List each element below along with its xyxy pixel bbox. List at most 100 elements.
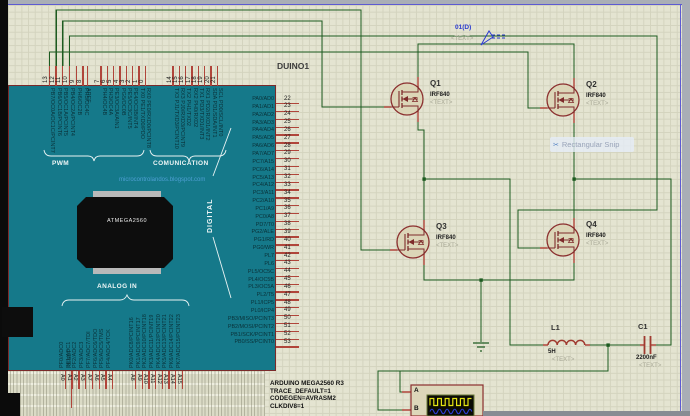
right-pin-stub[interactable] xyxy=(276,314,299,317)
aref-pin-stub[interactable] xyxy=(86,66,88,86)
right-pin-stub[interactable] xyxy=(276,307,299,309)
top-pin-stub[interactable] xyxy=(82,66,84,86)
right-pin-stub[interactable] xyxy=(276,205,299,207)
right-pin-stub[interactable] xyxy=(276,275,299,278)
right-pin-stub[interactable] xyxy=(276,142,299,144)
right-pin-stub[interactable] xyxy=(276,212,299,215)
q3-ref[interactable]: Q3 xyxy=(436,222,447,231)
top-pin-stub[interactable] xyxy=(68,66,71,86)
probe-label[interactable]: 01(D) xyxy=(455,24,472,31)
voltage-probe-icon[interactable] xyxy=(480,30,506,46)
transistor-q3[interactable] xyxy=(396,225,430,259)
component-pins[interactable] xyxy=(384,77,656,411)
right-pin-stub[interactable] xyxy=(276,267,299,270)
right-pin-stub[interactable] xyxy=(276,244,299,246)
top-pin-stub[interactable] xyxy=(55,66,57,86)
q1-ref[interactable]: Q1 xyxy=(430,79,441,88)
right-pin-stub[interactable] xyxy=(276,346,299,348)
top-pin-stub[interactable] xyxy=(144,66,147,86)
right-pin-stub[interactable] xyxy=(276,330,299,333)
right-pin-stub[interactable] xyxy=(276,338,299,340)
transistor-q4[interactable] xyxy=(546,223,580,257)
bottom-pin-stub[interactable] xyxy=(91,371,94,389)
bottom-pin-stub[interactable] xyxy=(135,371,137,389)
bottom-pin-stub[interactable] xyxy=(85,371,87,389)
bottom-pin-stub[interactable] xyxy=(141,371,144,389)
top-pin-stub[interactable] xyxy=(172,66,174,86)
top-pin-stub[interactable] xyxy=(191,66,193,86)
top-pin-stub[interactable] xyxy=(106,66,108,86)
inductor-l1[interactable] xyxy=(547,339,586,346)
right-pin-stub[interactable] xyxy=(276,252,299,254)
chip-group-pwm: PWM xyxy=(52,160,70,167)
right-pin-stub[interactable] xyxy=(276,197,299,199)
bottom-pin-stub[interactable] xyxy=(161,371,163,389)
right-pin-stub[interactable] xyxy=(276,322,299,325)
bottom-pin-stub[interactable] xyxy=(65,371,67,389)
bottom-pin-stub[interactable] xyxy=(154,371,157,389)
right-pin-stub[interactable] xyxy=(276,103,299,105)
q4-ref[interactable]: Q4 xyxy=(586,220,597,229)
right-pin-stub[interactable] xyxy=(276,299,299,301)
right-pin-stub[interactable] xyxy=(276,228,299,230)
l1-ref[interactable]: L1 xyxy=(551,323,560,332)
top-pin-stub[interactable] xyxy=(203,66,206,86)
right-pin-stub[interactable] xyxy=(276,110,299,113)
bottom-pin-stub[interactable] xyxy=(98,371,100,389)
top-pin-stub[interactable] xyxy=(197,66,199,86)
right-pin-number: 52 xyxy=(284,331,291,337)
bottom-pin-stub[interactable] xyxy=(148,371,150,389)
right-pin-stub[interactable] xyxy=(276,220,299,223)
top-pin-stub[interactable] xyxy=(100,66,102,86)
right-pin-stub[interactable] xyxy=(276,291,299,293)
right-pin-stub[interactable] xyxy=(276,150,299,152)
top-pin-stub[interactable] xyxy=(178,66,180,86)
top-pin-label: PH5/OC4C xyxy=(82,88,89,116)
right-pin-stub[interactable] xyxy=(276,181,299,183)
top-pin-stub[interactable] xyxy=(184,66,187,86)
bottom-pin-stub[interactable] xyxy=(105,371,107,389)
top-pin-number: 5 xyxy=(107,79,114,83)
top-pin-stub[interactable] xyxy=(75,66,77,86)
oscilloscope[interactable] xyxy=(410,384,484,416)
q2-ref[interactable]: Q2 xyxy=(586,80,597,89)
top-pin-stub[interactable] xyxy=(48,66,51,86)
right-pin-stub[interactable] xyxy=(276,165,299,168)
reset-pin-stub[interactable] xyxy=(70,371,72,408)
l1-value: 5H xyxy=(548,349,556,355)
right-pin-stub[interactable] xyxy=(276,173,299,176)
right-pin-stub[interactable] xyxy=(276,126,299,128)
bottom-pin-stub[interactable] xyxy=(71,371,74,389)
c1-ref[interactable]: C1 xyxy=(638,322,648,331)
top-pin-stub[interactable] xyxy=(112,66,115,86)
transistor-q2[interactable] xyxy=(546,83,580,117)
right-pin-label: PL4/OC5B xyxy=(248,276,274,283)
top-pin-stub[interactable] xyxy=(62,66,64,86)
top-pin-stub[interactable] xyxy=(138,66,140,86)
top-pin-stub[interactable] xyxy=(131,66,134,86)
wire-output-to-scope-b xyxy=(377,345,609,411)
top-pin-stub[interactable] xyxy=(216,66,219,86)
right-pin-stub[interactable] xyxy=(276,157,299,160)
bottom-pin-stub[interactable] xyxy=(168,371,170,389)
top-pin-stub[interactable] xyxy=(119,66,121,86)
right-pin-stub[interactable] xyxy=(276,118,299,121)
right-pin-stub[interactable] xyxy=(276,189,299,191)
bottom-pin-stub[interactable] xyxy=(181,371,183,389)
bottom-pin-stub[interactable] xyxy=(111,371,114,389)
right-pin-stub[interactable] xyxy=(276,236,299,238)
right-pin-stub[interactable] xyxy=(276,260,299,262)
wire-pin11-q1-gate xyxy=(62,20,390,108)
right-pin-stub[interactable] xyxy=(276,134,299,136)
window-top-edge xyxy=(0,0,690,5)
top-pin-stub[interactable] xyxy=(125,66,127,86)
capacitor-c1[interactable] xyxy=(643,336,652,354)
bottom-pin-stub[interactable] xyxy=(78,371,80,389)
bottom-pin-stub[interactable] xyxy=(174,371,177,389)
wires[interactable] xyxy=(48,9,672,411)
top-pin-stub[interactable] xyxy=(210,66,212,86)
ground-symbol[interactable] xyxy=(473,342,489,352)
transistor-q1[interactable] xyxy=(390,82,424,116)
right-pin-stub[interactable] xyxy=(276,283,299,285)
